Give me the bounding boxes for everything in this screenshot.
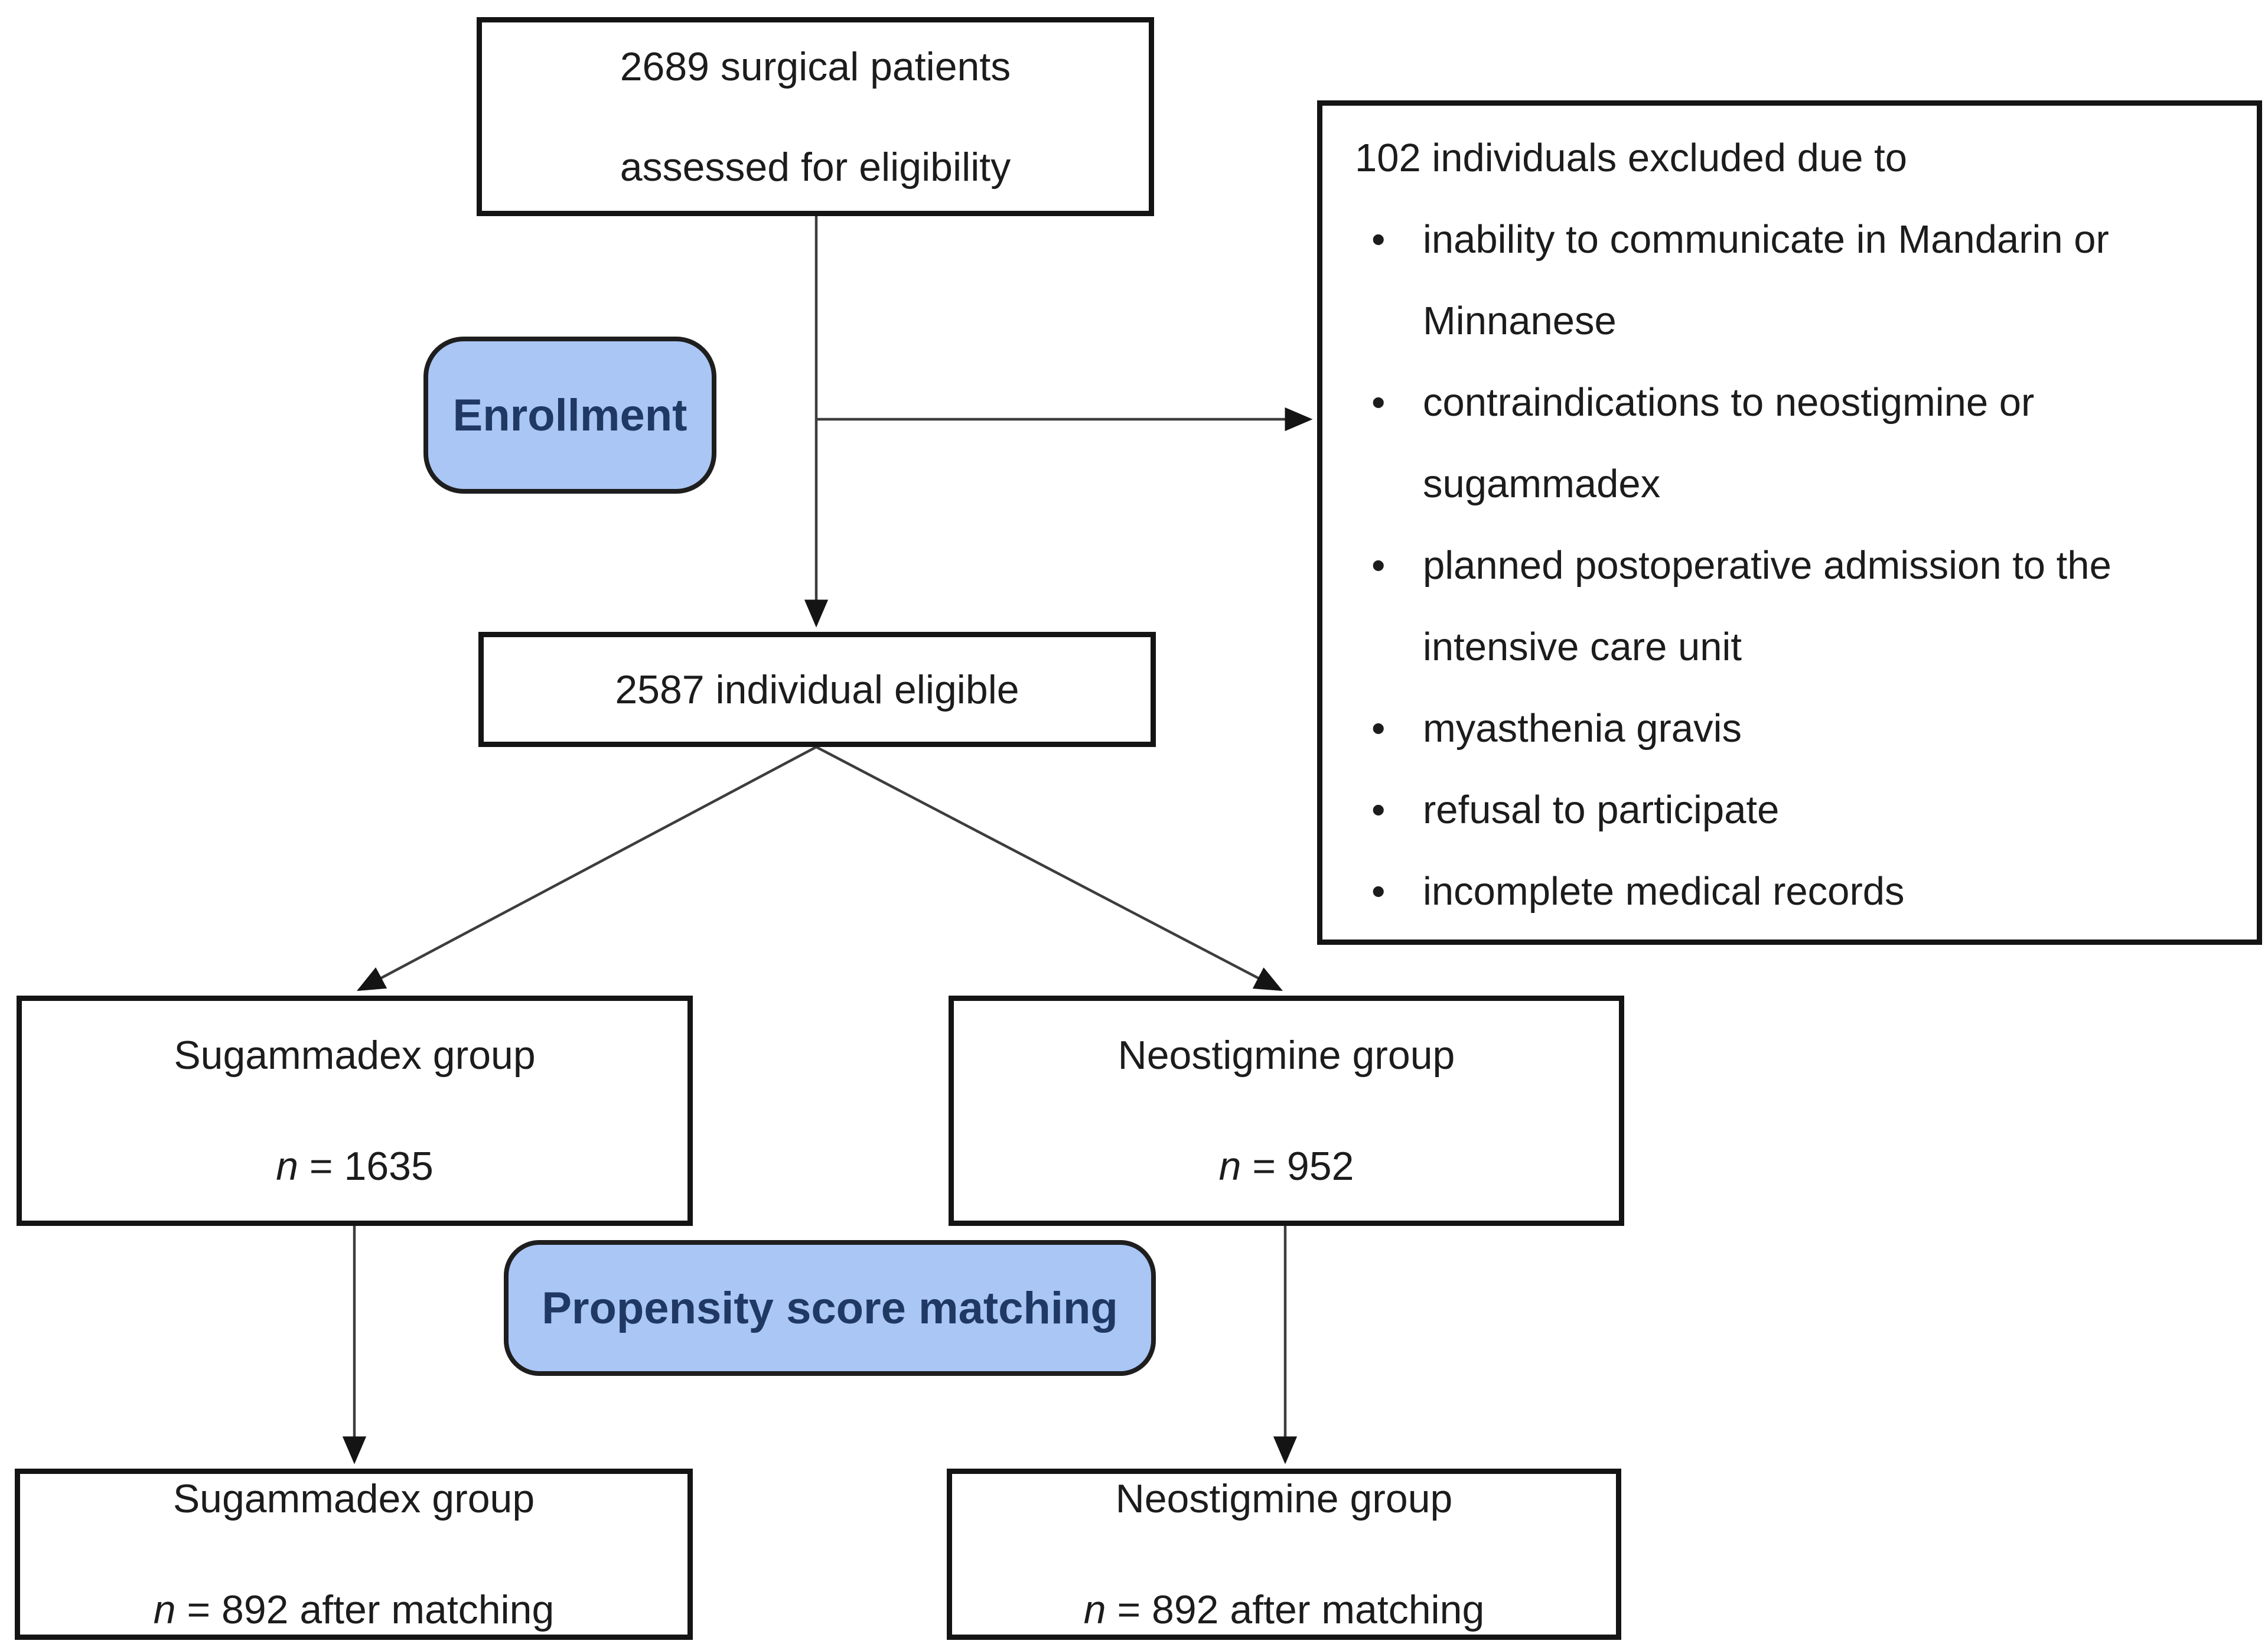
exclusion-item-text: planned postoperative admission to the i… <box>1423 543 2111 669</box>
exclusion-item-text: refusal to participate <box>1423 788 1780 832</box>
bullet-icon: • <box>1371 706 1386 751</box>
sugammadex-matched-n: n = 892 after matching <box>154 1554 555 1644</box>
sugammadex-matched-name: Sugammadex group <box>172 1476 535 1521</box>
bullet-icon: • <box>1371 788 1386 832</box>
enrollment-stage-pill: Enrollment <box>423 337 716 494</box>
neostigmine-matched-box: Neostigmine group n = 892 after matching <box>947 1469 1621 1640</box>
exclusion-item: • refusal to participate <box>1355 769 2162 851</box>
n-value: = 1635 <box>298 1144 434 1189</box>
exclusion-item-text: incomplete medical records <box>1423 869 1905 914</box>
sugammadex-group-n: n = 1635 <box>276 1111 434 1222</box>
eligible-box: 2587 individual eligible <box>478 632 1156 747</box>
sugammadex-group-name: Sugammadex group <box>174 1033 536 1078</box>
matching-stage-pill: Propensity score matching <box>504 1240 1156 1376</box>
bullet-icon: • <box>1371 380 1386 425</box>
assessed-box: 2689 surgical patients assessed for elig… <box>477 17 1154 216</box>
exclusion-item: • incomplete medical records <box>1355 851 2162 932</box>
exclusion-item: • inability to communicate in Mandarin o… <box>1355 199 2162 362</box>
n-value: = 952 <box>1241 1144 1354 1189</box>
exclusion-header: 102 individuals excluded due to <box>1355 136 1907 180</box>
neostigmine-group-name: Neostigmine group <box>1117 1033 1455 1078</box>
exclusion-box: 102 individuals excluded due to • inabil… <box>1317 100 2262 945</box>
bullet-icon: • <box>1371 869 1386 914</box>
eligible-text: 2587 individual eligible <box>615 667 1019 712</box>
n-value: = 892 after matching <box>1106 1587 1485 1632</box>
exclusion-item-text: myasthenia gravis <box>1423 706 1742 751</box>
n-symbol: n <box>276 1144 299 1189</box>
sugammadex-group-box: Sugammadex group n = 1635 <box>17 996 693 1226</box>
n-symbol: n <box>1218 1144 1241 1189</box>
bullet-icon: • <box>1371 217 1386 262</box>
exclusion-item-text: inability to communicate in Mandarin or … <box>1423 217 2109 343</box>
matching-stage-label: Propensity score matching <box>542 1283 1118 1333</box>
neostigmine-matched-name: Neostigmine group <box>1115 1476 1453 1521</box>
neostigmine-group-box: Neostigmine group n = 952 <box>949 996 1624 1226</box>
assessed-line2: assessed for eligibility <box>620 144 1011 190</box>
bullet-icon: • <box>1371 543 1386 588</box>
connector-eligible-to-neostigmine <box>815 746 1283 991</box>
exclusion-item: • contraindications to neostigmine or su… <box>1355 362 2162 525</box>
n-symbol: n <box>153 1587 176 1632</box>
connector-eligible-to-sugammadex <box>357 746 817 991</box>
neostigmine-group-n: n = 952 <box>1219 1111 1354 1222</box>
exclusion-item-text: contraindications to neostigmine or suga… <box>1423 380 2035 506</box>
enrollment-stage-label: Enrollment <box>452 390 687 441</box>
exclusion-item: • myasthenia gravis <box>1355 688 2162 769</box>
exclusion-item: • planned postoperative admission to the… <box>1355 525 2162 688</box>
n-value: = 892 after matching <box>175 1587 555 1632</box>
sugammadex-matched-box: Sugammadex group n = 892 after matching <box>15 1469 693 1640</box>
n-symbol: n <box>1083 1587 1106 1632</box>
assessed-line1: 2689 surgical patients <box>620 44 1011 89</box>
neostigmine-matched-n: n = 892 after matching <box>1084 1554 1485 1644</box>
